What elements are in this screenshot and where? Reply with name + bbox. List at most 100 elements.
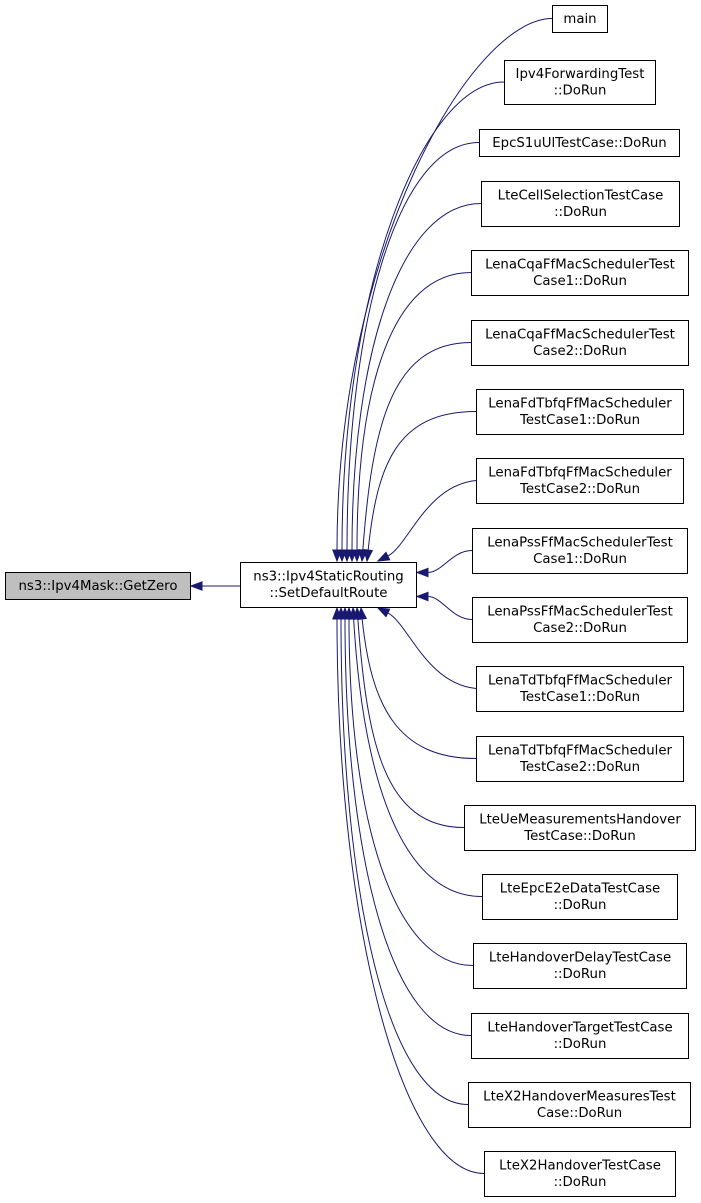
- node-caller-label-line: Case2::DoRun: [533, 344, 627, 359]
- node-caller-label-line: LenaFdTbfqFfMacScheduler: [488, 466, 672, 481]
- node-caller-label-line: LteEpcE2eDataTestCase: [500, 882, 660, 897]
- node-caller-label-line: ::DoRun: [554, 1175, 607, 1190]
- edge-caller-to-center: [357, 618, 465, 828]
- node-caller-label-line: TestCase2::DoRun: [519, 760, 640, 775]
- edge-caller-to-center: [341, 81, 505, 551]
- node-caller-label-line: LenaCqaFfMacSchedulerTest: [485, 328, 675, 343]
- edge-caller-to-center: [348, 618, 474, 966]
- edge-caller-to-center: [387, 612, 477, 689]
- edge-arrowhead: [189, 581, 203, 591]
- node-center-label-line: ::SetDefaultRoute: [270, 586, 388, 601]
- edge-arrowhead: [376, 551, 391, 562]
- node-caller[interactable]: LteX2HandoverTestCase::DoRun: [484, 1151, 676, 1197]
- node-caller-label-line: Case2::DoRun: [533, 621, 627, 636]
- node-caller-box: [472, 528, 688, 574]
- node-caller-label-line: ::DoRun: [554, 84, 607, 99]
- edge-arrowhead: [415, 567, 429, 578]
- edge-arrowhead: [376, 607, 391, 618]
- node-caller-label-line: LenaPssFfMacSchedulerTest: [487, 536, 673, 551]
- node-center-box: [240, 562, 417, 608]
- node-caller-label-line: Ipv4ForwardingTest: [516, 67, 645, 82]
- node-caller-box: [473, 943, 687, 989]
- node-caller-box: [468, 1082, 691, 1128]
- edge-arrowhead: [363, 549, 374, 563]
- node-caller-box: [476, 389, 684, 435]
- node-caller-box: [472, 597, 688, 643]
- node-caller-box: [552, 5, 608, 33]
- node-caller-label-line: TestCase1::DoRun: [519, 690, 640, 705]
- node-caller-box: [476, 736, 684, 782]
- node-caller-box: [471, 1013, 689, 1059]
- node-caller-label-line: Case1::DoRun: [533, 552, 627, 567]
- edge-caller-to-center: [427, 596, 473, 620]
- node-caller-box: [471, 250, 689, 296]
- node-caller[interactable]: EpcS1uUlTestCase::DoRun: [479, 129, 680, 157]
- node-caller-box: [471, 320, 689, 366]
- node-caller-label-line: Case1::DoRun: [533, 274, 627, 289]
- node-caller-label-line: Case::DoRun: [537, 1106, 622, 1121]
- edges-layer: [189, 18, 553, 1174]
- node-caller-label-line: LteX2HandoverMeasuresTest: [483, 1090, 676, 1105]
- edge-caller-to-center: [346, 142, 480, 551]
- node-caller-label-line: TestCase2::DoRun: [519, 482, 640, 497]
- node-caller-box: [479, 129, 680, 157]
- edge-caller-to-center: [344, 618, 472, 1036]
- node-center-label-line: ns3::Ipv4StaticRouting: [253, 570, 403, 585]
- edge-caller-to-center: [367, 411, 477, 551]
- edge-arrowhead: [415, 591, 429, 602]
- node-caller-box: [504, 60, 656, 105]
- node-caller[interactable]: LteEpcE2eDataTestCase::DoRun: [482, 874, 678, 920]
- node-caller[interactable]: LteCellSelectionTestCase::DoRun: [481, 181, 680, 227]
- node-caller-box: [464, 805, 696, 851]
- nodes-layer: ns3::Ipv4Mask::GetZero ns3::Ipv4StaticRou…: [5, 5, 696, 1197]
- edge-caller-to-center: [361, 618, 477, 759]
- node-caller-label-line: TestCase1::DoRun: [519, 413, 640, 428]
- node-caller-label-line: LteCellSelectionTestCase: [498, 189, 664, 204]
- node-caller-label-line: LenaPssFfMacSchedulerTest: [487, 605, 673, 620]
- node-caller-label-line: LenaTdTbfqFfMacScheduler: [488, 674, 673, 689]
- edge-caller-to-center: [353, 618, 483, 897]
- edge-caller-to-center: [340, 618, 469, 1105]
- node-caller-box: [482, 874, 678, 920]
- node-caller-label-line: ::DoRun: [554, 967, 607, 982]
- node-caller-label-line: LteUeMeasurementsHandover: [479, 813, 681, 828]
- node-caller-label-line: ::DoRun: [554, 1037, 607, 1052]
- edge-caller-to-center: [336, 18, 553, 551]
- node-center[interactable]: ns3::Ipv4StaticRouting::SetDefaultRoute: [240, 562, 417, 608]
- node-caller-label-line: LteHandoverTargetTestCase: [487, 1021, 672, 1036]
- node-caller-label-line: LenaFdTbfqFfMacScheduler: [488, 397, 672, 412]
- node-caller[interactable]: main: [552, 5, 608, 33]
- node-caller-box: [484, 1151, 676, 1197]
- edge-caller-to-center: [427, 550, 473, 573]
- node-root-label-line: ns3::Ipv4Mask::GetZero: [19, 579, 178, 594]
- edge-caller-to-center: [356, 272, 472, 551]
- node-caller[interactable]: Ipv4ForwardingTest::DoRun: [504, 60, 656, 105]
- node-caller-label-line: ::DoRun: [554, 205, 607, 220]
- node-caller[interactable]: LteHandoverTargetTestCase::DoRun: [471, 1013, 689, 1059]
- node-caller-label-line: ::DoRun: [554, 898, 607, 913]
- node-caller-label-line: TestCase::DoRun: [523, 829, 636, 844]
- edge-caller-to-center: [351, 203, 482, 551]
- node-caller-label-line: LenaTdTbfqFfMacScheduler: [488, 744, 673, 759]
- node-caller[interactable]: LteHandoverDelayTestCase::DoRun: [473, 943, 687, 989]
- node-caller-label-line: LteHandoverDelayTestCase: [489, 951, 671, 966]
- node-caller-label-line: main: [563, 12, 596, 27]
- edge-caller-to-center: [387, 480, 477, 557]
- edge-caller-to-center: [362, 342, 472, 551]
- node-root[interactable]: ns3::Ipv4Mask::GetZero: [5, 572, 191, 600]
- node-caller-label-line: LteX2HandoverTestCase: [499, 1159, 661, 1174]
- node-caller-box: [481, 181, 680, 227]
- edge-caller-to-center: [336, 618, 485, 1174]
- node-caller-box: [476, 666, 684, 712]
